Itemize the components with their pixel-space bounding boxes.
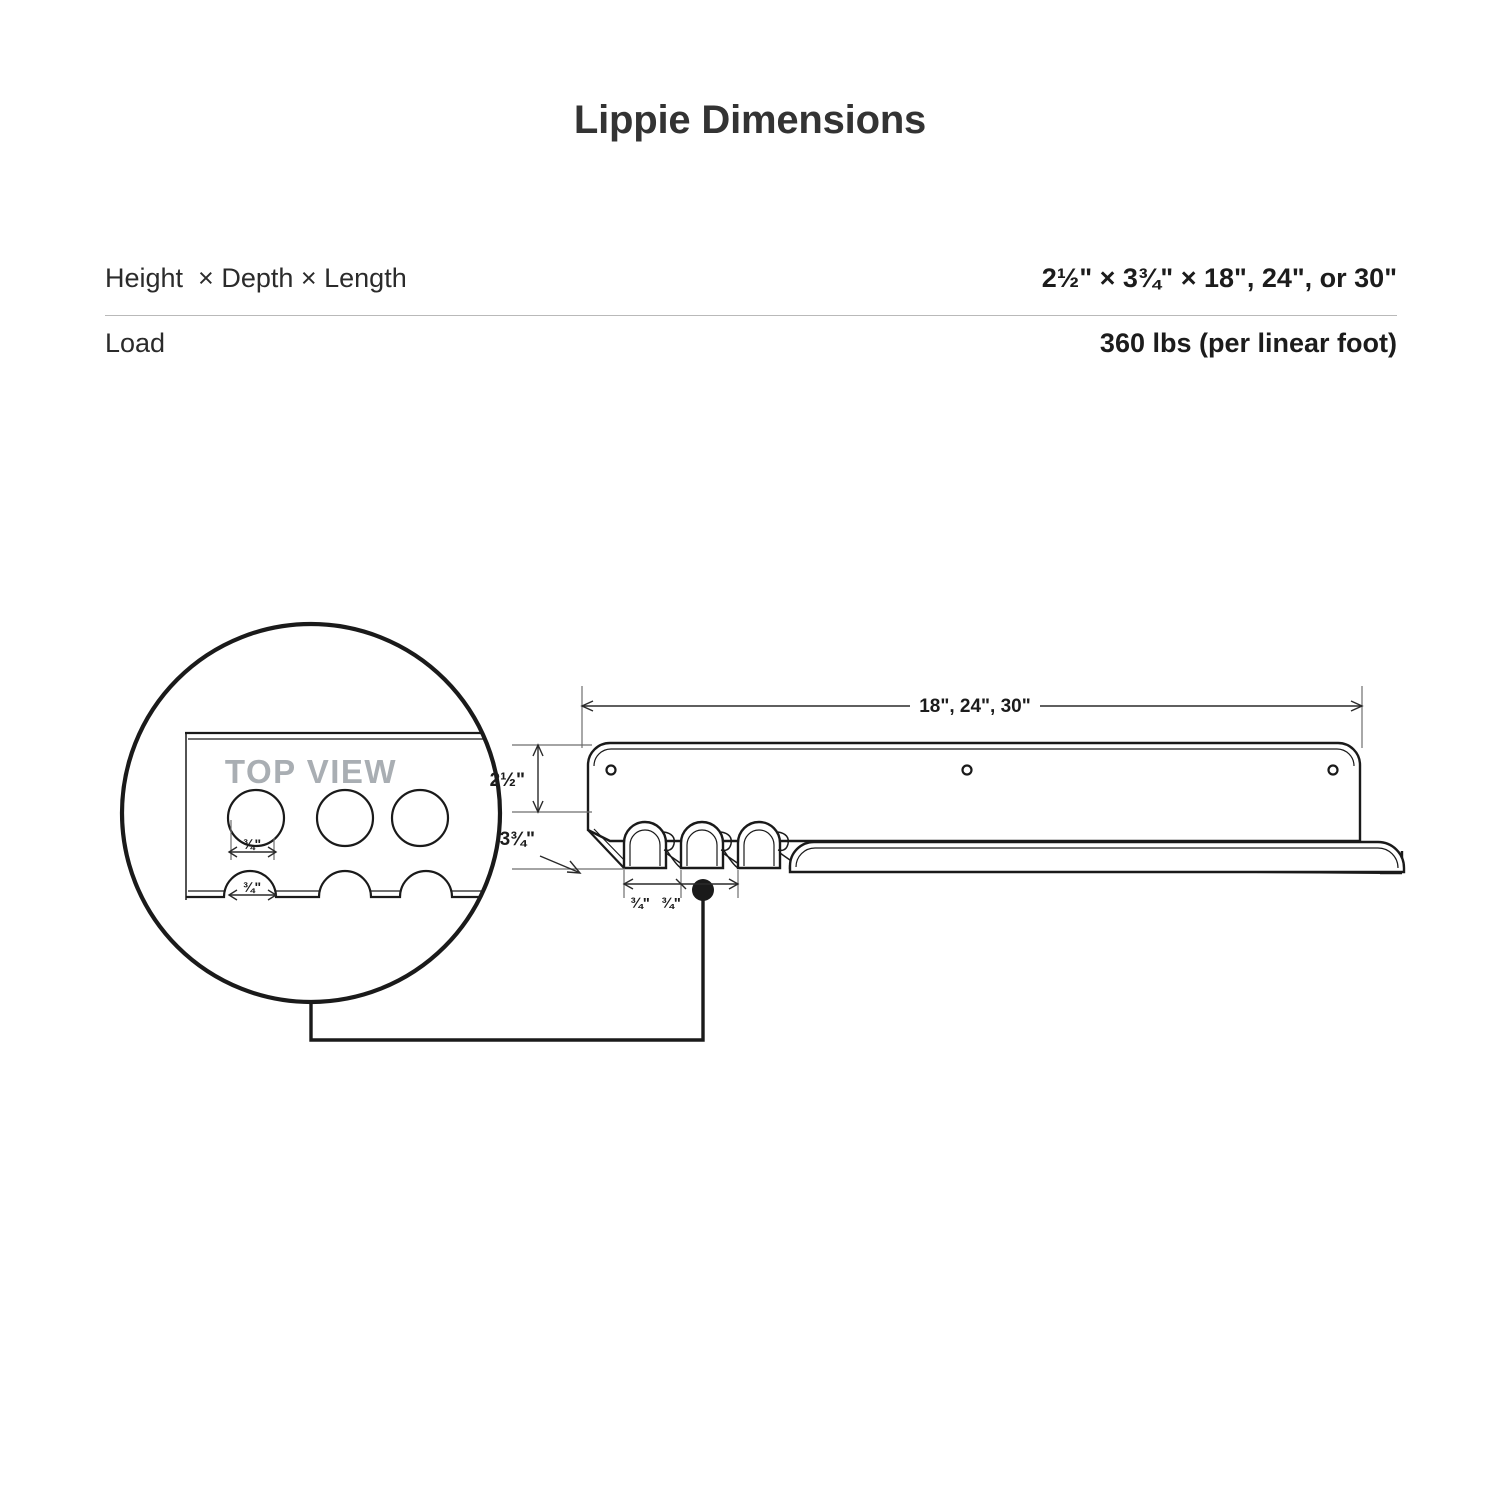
page-title: Lippie Dimensions [573, 98, 927, 142]
top-view-hole-dimension: ¾" [227, 820, 278, 860]
top-view-detail: TOP VIEW ¾" ¾" [119, 621, 503, 1005]
magnifier-circle [119, 621, 503, 1005]
detail-callout-dot [692, 879, 714, 901]
height-dimension-label: 2½" [490, 770, 525, 791]
spec-divider [105, 315, 1397, 316]
spec-row-dimensions: Height × Depth × Length 2½" × 3¾" × 18",… [105, 263, 1397, 315]
depth-dimension: 3¾" [500, 829, 625, 874]
top-view-label: TOP VIEW [225, 753, 397, 790]
back-panel [586, 741, 1362, 843]
length-dimension: 18", 24", 30" [580, 686, 1364, 748]
notch-dimension-group: ¾" ¾" [622, 870, 740, 912]
side-view-profile [586, 741, 1406, 875]
notch-width-label: ¾" [630, 895, 650, 912]
spec-label-load: Load [105, 328, 166, 358]
tab-group [622, 820, 803, 870]
height-dimension: 2½" [490, 743, 592, 814]
mounting-hole [1327, 764, 1339, 776]
top-view-notch-dimension: ¾" [227, 879, 278, 901]
spec-label-dimensions: Height × Depth × Length [105, 263, 407, 293]
spec-value-dimensions: 2½" × 3¾" × 18", 24", or 30" [1041, 263, 1397, 293]
front-lip [788, 840, 1406, 874]
notch-spacing-label: ¾" [661, 895, 681, 912]
top-view-hole [315, 788, 375, 848]
length-dimension-label: 18", 24", 30" [919, 696, 1031, 717]
spec-value-load: 360 lbs (per linear foot) [1099, 328, 1397, 358]
mounting-hole [961, 764, 973, 776]
top-view-hole-spacing-label: ¾" [243, 836, 261, 852]
spec-table: Height × Depth × Length 2½" × 3¾" × 18",… [105, 263, 1397, 380]
depth-dimension-label: 3¾" [500, 829, 535, 850]
top-view-hole [226, 788, 286, 848]
top-view-notch-spacing-label: ¾" [243, 879, 261, 895]
detail-leader-line [309, 879, 714, 1042]
spec-row-load: Load 360 lbs (per linear foot) [105, 316, 1397, 380]
mounting-hole [605, 764, 617, 776]
top-view-hole [390, 788, 450, 848]
